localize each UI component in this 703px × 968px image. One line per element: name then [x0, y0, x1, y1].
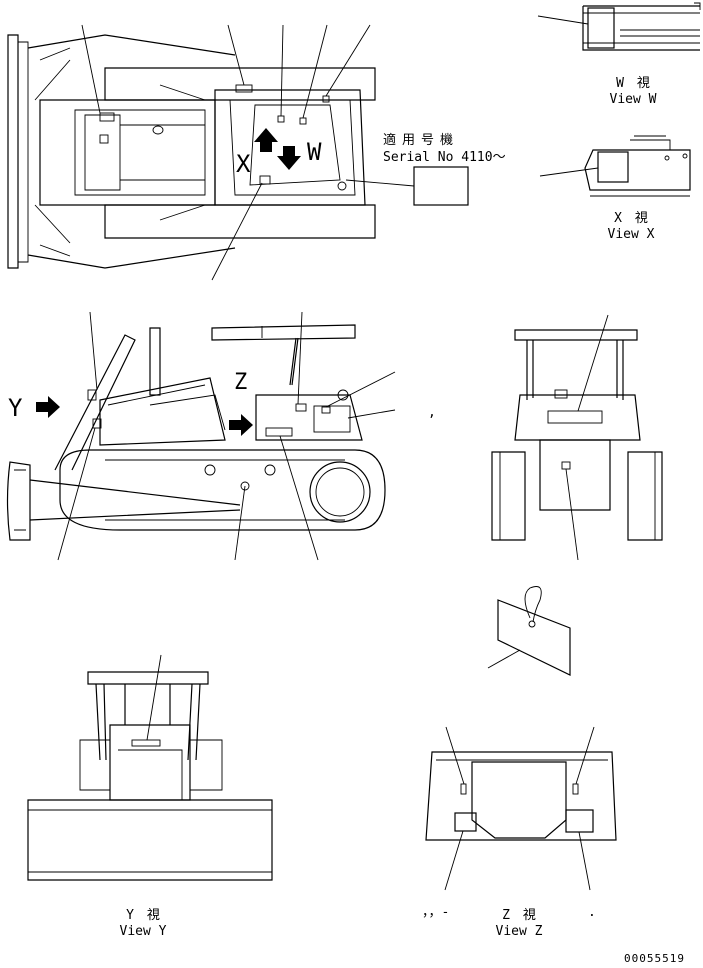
drawing-number: 00055519: [624, 952, 685, 965]
stray-marks-z-right: .: [588, 905, 596, 920]
serial-note-jp: 適用号機: [383, 133, 460, 148]
view-y-tractor: [27, 654, 273, 881]
view-y-en: View Y: [119, 924, 167, 939]
view-x-detail: [539, 135, 691, 197]
view-w-detail: [537, 2, 701, 51]
arrow-label-z: Z: [234, 370, 248, 395]
side-view-tractor: [6, 311, 396, 561]
stray-marks-z-left: ，，-: [422, 905, 450, 920]
decal-closeup: [487, 586, 571, 676]
view-w-en: View W: [609, 92, 657, 107]
arrow-label-w: W: [307, 138, 322, 166]
top-view-tractor: [7, 24, 469, 281]
rear-view-tractor: [491, 314, 663, 561]
view-w-jp: W 視: [616, 76, 650, 91]
view-y-jp: Y 視: [126, 908, 160, 923]
arrow-label-y: Y: [8, 394, 23, 422]
view-x-en: View X: [607, 227, 655, 242]
view-z-panel: [425, 726, 617, 891]
view-z-jp: Z 視: [502, 908, 536, 923]
view-z-en: View Z: [495, 924, 543, 939]
arrow-label-x: X: [236, 150, 251, 178]
serial-note-en: Serial No 4110〜: [383, 150, 506, 165]
view-x-jp: X 視: [614, 211, 648, 226]
stray-comma: ,: [428, 405, 436, 420]
